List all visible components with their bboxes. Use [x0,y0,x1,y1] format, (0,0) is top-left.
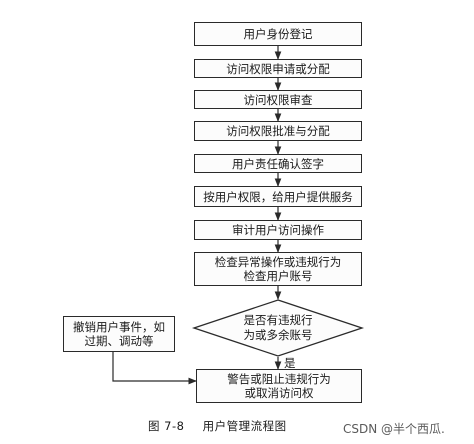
figure-caption: 图 7-8 用户管理流程图 [148,418,287,434]
node-access-apply-label: 访问权限申请或分配 [226,61,330,76]
decision-yes-label: 是 [284,356,296,370]
node-access-review: 访问权限审查 [194,90,362,109]
node-user-registration-label: 用户身份登记 [243,27,313,41]
node-warn-block: 警告或阻止违规行为 或取消访问权 [196,369,362,403]
node-check-anomaly-line1: 检查异常操作或违规行为 [214,255,342,269]
decision-diamond [191,299,365,357]
figure-title: 用户管理流程图 [202,419,287,433]
node-revoke-event-line2: 过期、调动等 [84,334,154,348]
decision-label: 是否有违规行 为或多余账号 [214,310,342,346]
node-revoke-event: 撤销用户事件，如 过期、调动等 [63,316,175,352]
node-warn-block-line2: 或取消访问权 [244,386,314,400]
node-responsibility-confirm-label: 用户责任确认签字 [232,156,324,171]
node-access-approve-label: 访问权限批准与分配 [226,124,330,138]
node-check-anomaly-line2: 检查用户账号 [243,269,313,283]
node-responsibility-confirm: 用户责任确认签字 [194,154,362,173]
figure-number: 图 7-8 [148,419,185,433]
node-warn-block-line1: 警告或阻止违规行为 [227,372,331,386]
decision-label-line2: 为或多余账号 [243,328,313,342]
node-provide-service-label: 按用户权限，给用户提供服务 [203,189,353,204]
csdn-watermark: CSDN @半个西瓜. [343,422,445,436]
node-revoke-event-line1: 撤销用户事件，如 [73,320,165,334]
node-user-registration: 用户身份登记 [194,22,362,46]
node-audit-access-label: 审计用户访问操作 [232,223,324,237]
node-access-review-label: 访问权限审查 [243,92,313,107]
decision-label-line1: 是否有违规行 [243,313,313,327]
node-audit-access: 审计用户访问操作 [194,220,362,240]
node-check-anomaly: 检查异常操作或违规行为 检查用户账号 [194,252,362,286]
node-access-approve: 访问权限批准与分配 [194,121,362,141]
node-access-apply: 访问权限申请或分配 [194,59,362,78]
arrow-revoke-warn [112,352,197,385]
node-provide-service: 按用户权限，给用户提供服务 [194,186,362,207]
